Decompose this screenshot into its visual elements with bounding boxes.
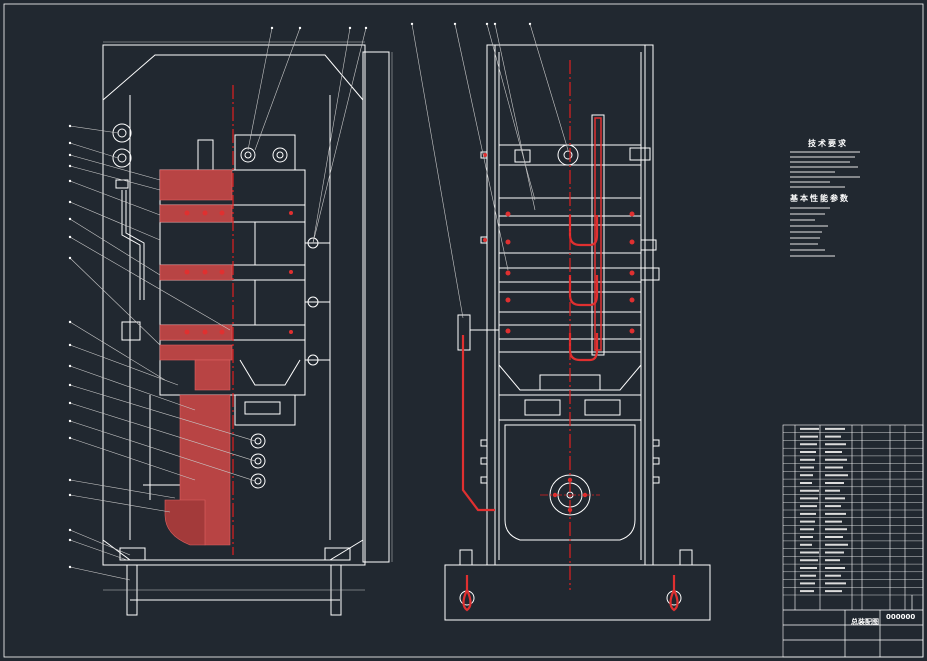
technical-parameters-text-lines [790,207,835,257]
front-section-view [102,44,390,616]
title-block [783,595,923,657]
front-view-leader-lines [69,27,367,581]
side-view [444,44,711,621]
technical-parameters-title: 基本性能参数 [790,194,850,203]
drawing-name: 总装配图 [851,618,879,626]
technical-requirements-text-lines [790,151,860,188]
front-view-dimensions [103,41,393,591]
side-view-leader-lines [411,23,569,319]
front-section-bolts [184,210,293,335]
leader-balloons [68,22,532,569]
sheet-border [3,3,924,658]
side-view-bolts [483,153,635,513]
front-section-hatching [159,169,233,546]
technical-requirements-title: 技术要求 [808,139,848,148]
drawing-number: 000000 [886,613,916,621]
parts-list-rows [783,427,923,596]
